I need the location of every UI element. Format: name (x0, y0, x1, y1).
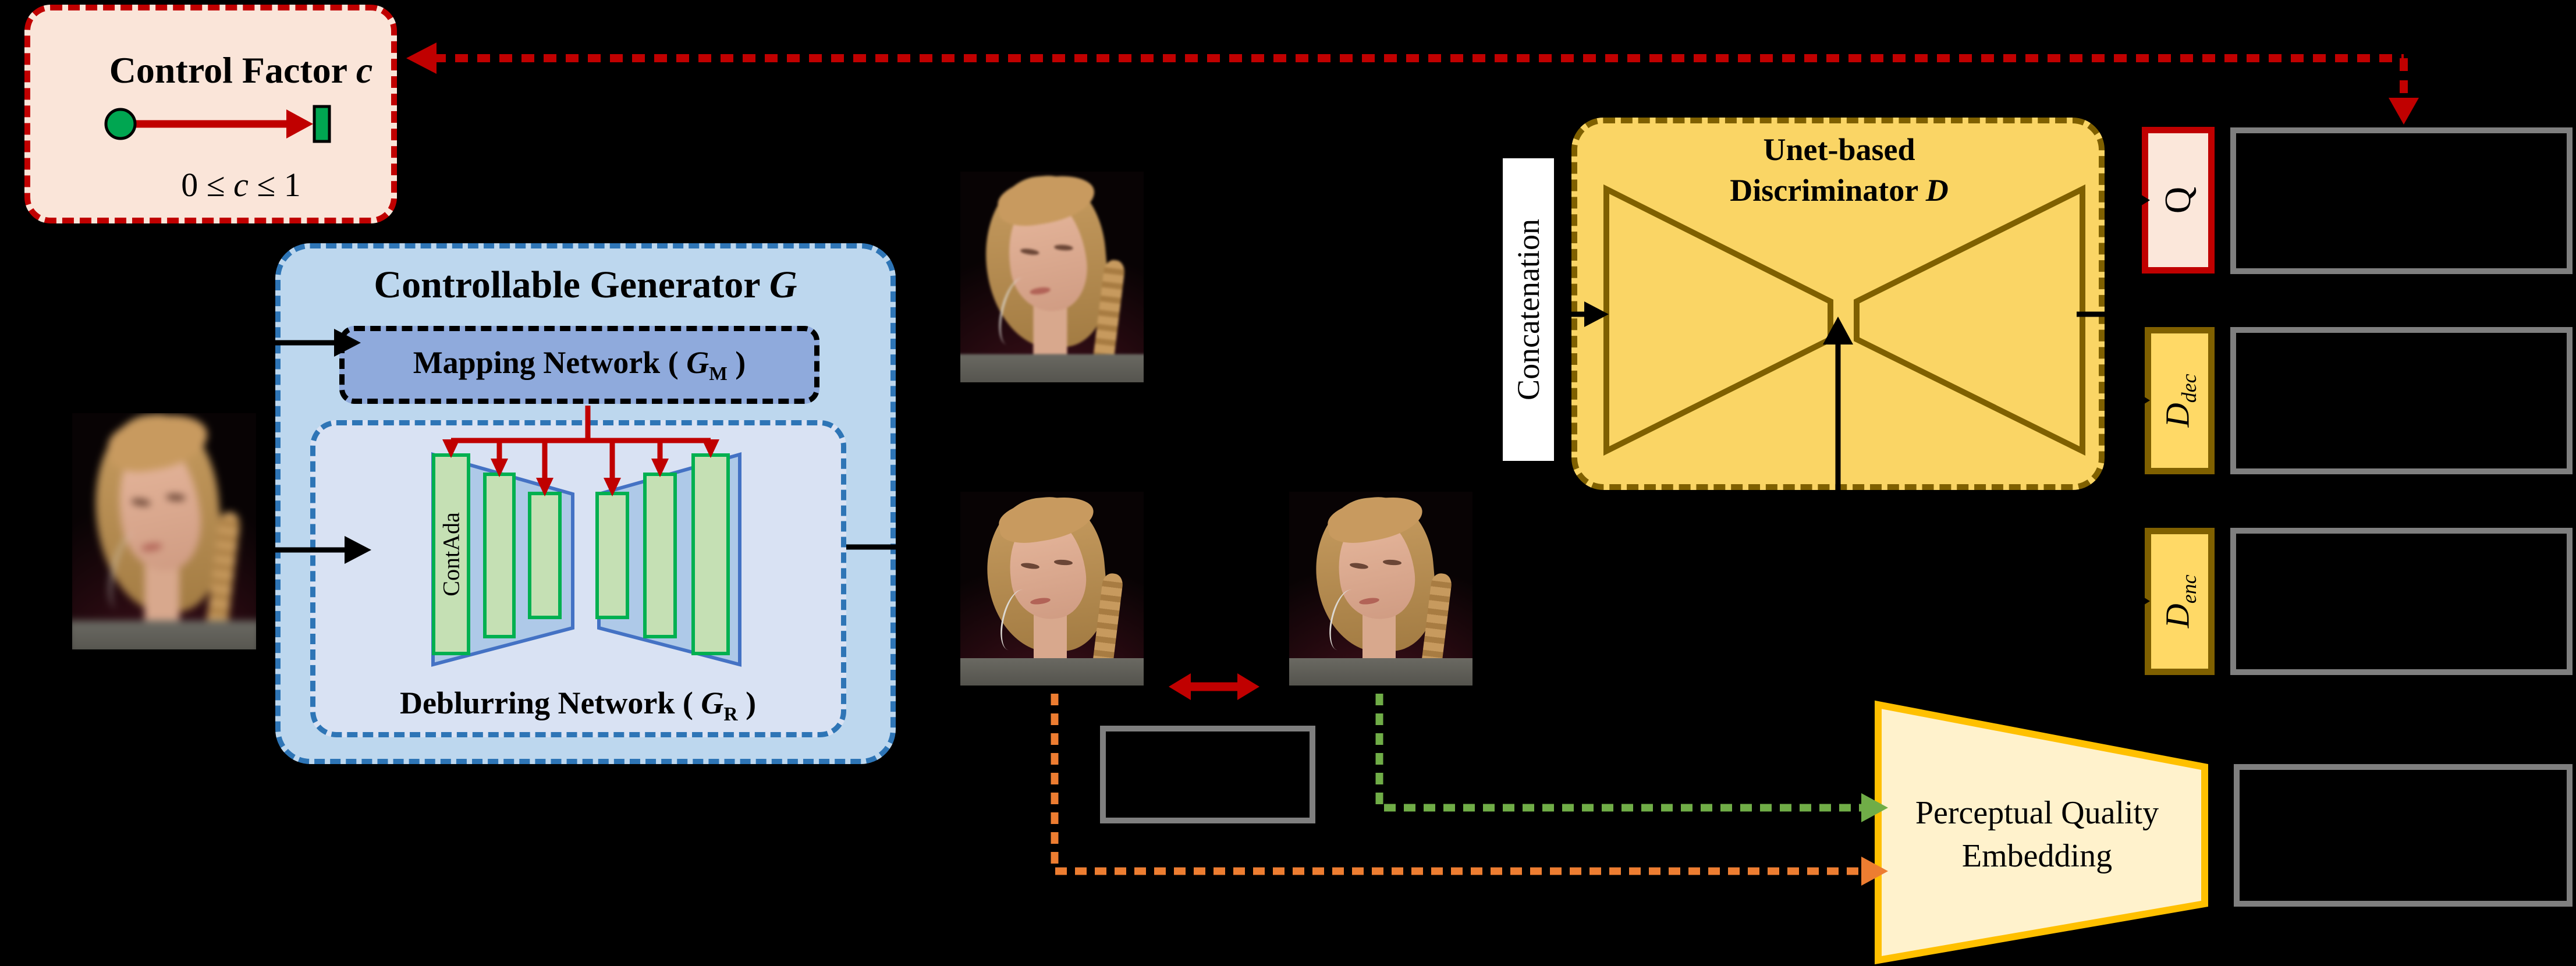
q-result-box (2230, 127, 2573, 274)
pqe-result-box (2234, 764, 2573, 907)
pqe-line1: Perceptual Quality (1915, 795, 2159, 832)
discriminator-title-line1: Unet-based (1763, 132, 1915, 167)
discriminator-decoder-shape (1854, 184, 2085, 456)
control-factor-box: Control Factor c 0 ≤ c ≤ 1 (24, 5, 397, 223)
deblurring-network-title: Deblurring Network ( GR ) (399, 686, 757, 725)
q-label: Q (2157, 186, 2199, 214)
d-dec-head-box: Ddec (2145, 327, 2215, 474)
concatenation-text: Concatenation (1511, 219, 1546, 400)
output-gt-compare-arrow (1169, 673, 1259, 700)
encoder-layer-bar (528, 492, 562, 619)
contada-layer-bar: ContAda (432, 453, 470, 655)
pqe-line2: Embedding (1961, 838, 2113, 874)
deblurred-output-photo (960, 492, 1144, 686)
d-enc-head-box: Denc (2145, 528, 2215, 675)
d-enc-result-box (2230, 528, 2573, 675)
d-dec-result-box (2230, 327, 2573, 474)
ground-truth-photo (1289, 492, 1472, 686)
gt-to-pqe-dotted-arrow (1375, 694, 1888, 822)
perceptual-quality-embedding-label: Perceptual Quality Embedding (1892, 774, 2183, 896)
discriminator-title-line2: Discriminator D (1730, 173, 1949, 208)
blurry-input-photo (72, 413, 256, 649)
decoder-layer-bar (595, 492, 629, 619)
decoder-layer-bar (643, 473, 677, 638)
control-factor-title: Control Factor c (109, 49, 373, 91)
concatenation-label: Concatenation (1503, 158, 1554, 461)
decoder-layer-bar (691, 453, 730, 655)
discriminator-encoder-shape (1603, 184, 1833, 456)
intermediate-output-photo (960, 172, 1144, 382)
q-feedback-dotted-arrow (406, 42, 2419, 125)
q-head-box: Q (2142, 127, 2215, 274)
contada-label: ContAda (438, 512, 464, 596)
mapping-network-box: Mapping Network ( GM ) (339, 326, 819, 404)
generator-title: Controllable Generator G (374, 264, 797, 306)
control-factor-range: 0 ≤ c ≤ 1 (181, 166, 301, 204)
comparison-box (1100, 726, 1315, 823)
encoder-layer-bar (483, 473, 516, 638)
feedback-arrowhead-down (2389, 98, 2419, 125)
